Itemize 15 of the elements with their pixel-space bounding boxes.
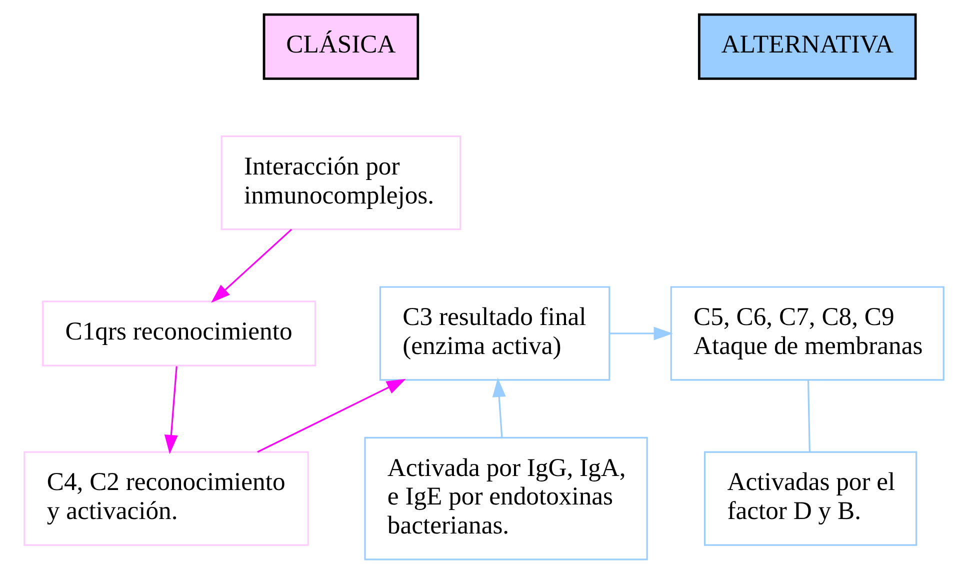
node-box: CLÁSICA — [262, 13, 420, 80]
arrow — [492, 378, 506, 438]
arrow — [257, 378, 406, 453]
node-box: ALTERNATIVA — [698, 13, 917, 80]
arrow — [211, 228, 292, 303]
node-box: Interacción por inmunocomplejos. — [220, 136, 462, 230]
node-box: Activada por IgG, IgA, e IgE por endotoxinas bacterianas. — [364, 436, 648, 560]
connector — [807, 380, 810, 452]
node-box: Activadas por el factor D y B. — [704, 451, 918, 546]
arrow — [164, 366, 178, 454]
node-box: C5, C6, C7, C8, C9 Ataque de membranas — [670, 286, 944, 381]
node-box: C3 resultado final (enzima activa) — [379, 286, 610, 381]
node-box: C1qrs reconocimiento — [42, 300, 316, 366]
arrow — [610, 326, 674, 340]
node-box: C4, C2 reconocimiento y activación. — [24, 451, 309, 546]
